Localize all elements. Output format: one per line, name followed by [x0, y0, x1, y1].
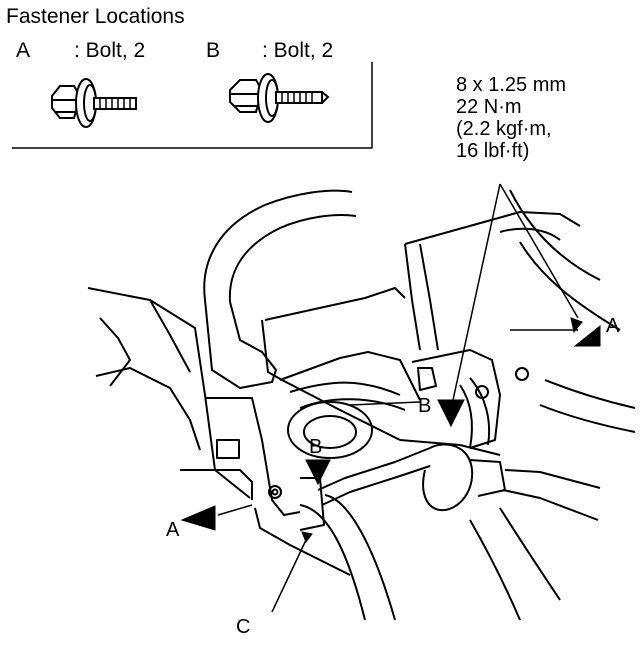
- torque-spec: 8 x 1.25 mm 22 N·m (2.2 kgf·m, 16 lbf·ft…: [456, 74, 566, 162]
- legend-title: Fastener Locations: [6, 5, 185, 28]
- callout-c: C: [236, 616, 251, 638]
- torque-line-size: 8 x 1.25 mm: [456, 74, 567, 96]
- bolt-b-icon: [229, 73, 330, 123]
- torque-line-kgfm: (2.2 kgf·m,: [456, 118, 552, 140]
- callout-a-left: A: [166, 519, 180, 541]
- callout-b-lower: B: [309, 436, 323, 458]
- bolt-a-icon: [51, 78, 137, 128]
- leader-lines: [217, 183, 579, 613]
- arrow-a-right-icon: [573, 324, 601, 347]
- legend-box-border: [12, 62, 373, 149]
- bolt-arrow-markers: [180, 317, 601, 544]
- legend-desc-b: : Bolt, 2: [262, 39, 334, 62]
- arrow-b-upper-icon: [437, 399, 465, 428]
- assembly-drawing: [87, 189, 636, 621]
- callout-a-right: A: [606, 315, 620, 337]
- legend-letter-a: A: [16, 39, 31, 62]
- arrow-torque-right-icon: [570, 317, 583, 334]
- legend-desc-a: : Bolt, 2: [74, 39, 146, 62]
- torque-line-nm: 22 N·m: [456, 96, 522, 118]
- torque-line-lbfft: 16 lbf·ft): [456, 140, 530, 162]
- legend-letter-b: B: [206, 39, 221, 62]
- callout-b-upper: B: [418, 395, 432, 417]
- arrow-a-left-icon: [180, 505, 216, 531]
- arrow-b-lower-icon: [305, 459, 331, 486]
- arrow-c-icon: [301, 531, 313, 544]
